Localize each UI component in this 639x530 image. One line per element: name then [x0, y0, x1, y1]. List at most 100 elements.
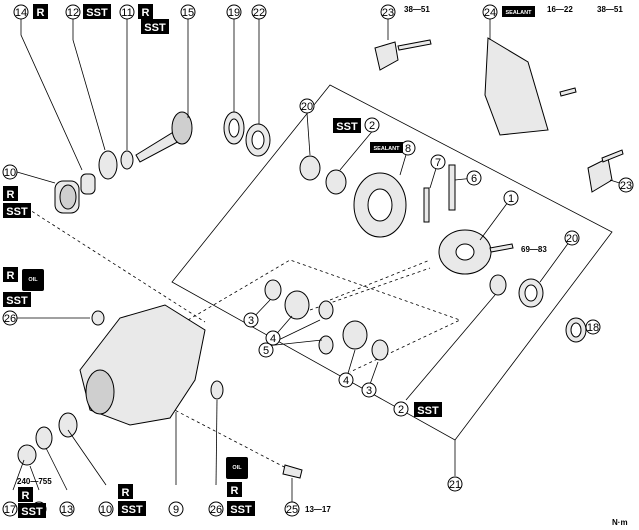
svg-text:OIL: OIL: [28, 277, 38, 283]
svg-text:7: 7: [435, 157, 441, 169]
svg-text:4: 4: [343, 375, 349, 387]
cap-bolt-part: [601, 149, 624, 163]
svg-text:8: 8: [405, 143, 411, 155]
svg-text:10: 10: [4, 167, 16, 179]
callout-4b: 4: [338, 372, 354, 388]
badge-sst-11: SST: [141, 19, 169, 34]
cover-bolt-part: [559, 87, 577, 97]
svg-text:13: 13: [61, 504, 73, 516]
svg-text:12: 12: [67, 7, 79, 19]
badge-sst-26: SST: [3, 292, 31, 307]
svg-text:11: 11: [121, 7, 132, 19]
bearing-cap-part: [374, 41, 399, 71]
rear-cover-group: [374, 37, 624, 193]
badge-r-oil: R: [3, 267, 18, 282]
badge-sst-2a: SST: [333, 118, 361, 133]
svg-text:9: 9: [173, 504, 179, 516]
svg-text:R: R: [7, 270, 15, 282]
rear-cover-part: [484, 37, 549, 136]
svg-text:SST: SST: [230, 504, 252, 516]
svg-text:18: 18: [587, 322, 599, 334]
pinion-head-part: [171, 111, 193, 145]
callout-10b: 10: [98, 501, 114, 517]
unit-label: N·m: [612, 518, 628, 527]
callout-7: 7: [430, 154, 446, 170]
svg-text:17: 17: [4, 504, 16, 516]
side-bearing-part-2: [489, 274, 507, 296]
side-gear-part: [284, 290, 310, 320]
svg-text:15: 15: [182, 7, 194, 19]
badge-r-10b: R: [118, 484, 133, 499]
svg-text:R: R: [122, 487, 130, 499]
oil-can-icon-26: OIL: [226, 457, 248, 479]
svg-text:SEALANT: SEALANT: [506, 10, 533, 16]
svg-text:19: 19: [228, 7, 240, 19]
svg-text:26: 26: [4, 313, 16, 325]
torque-23a: 38—51: [404, 5, 430, 14]
callout-23a: 23: [380, 4, 396, 20]
svg-text:22: 22: [253, 7, 265, 19]
callout-26a: 26: [2, 310, 18, 326]
svg-text:24: 24: [484, 7, 496, 19]
svg-text:5: 5: [263, 345, 269, 357]
badge-r-10: R: [3, 186, 18, 201]
callout-25: 25: [284, 501, 300, 517]
svg-text:R: R: [22, 490, 30, 502]
badge-sst-12: SST: [83, 4, 111, 19]
badge-sst-2b: SST: [414, 402, 442, 417]
svg-text:SST: SST: [144, 22, 166, 34]
callout-10a: 10: [2, 164, 18, 180]
svg-text:R: R: [142, 7, 150, 19]
svg-text:21: 21: [449, 479, 461, 491]
companion-flange-group: [54, 111, 271, 214]
bearing-bore: [59, 184, 77, 210]
callout-18: 18: [585, 319, 601, 335]
svg-text:20: 20: [566, 233, 578, 245]
housing-bore: [85, 369, 115, 415]
svg-text:OIL: OIL: [232, 465, 242, 471]
shaft-pin-part: [423, 187, 430, 223]
svg-text:2: 2: [369, 120, 375, 132]
svg-text:SST: SST: [336, 121, 358, 133]
pinion-gear-part: [318, 300, 334, 320]
carrier-housing-group: [17, 304, 587, 479]
badge-sealant-8: SEALANT: [370, 142, 403, 153]
pinion-bearing-part: [98, 150, 118, 180]
callout-13: 13: [59, 501, 75, 517]
svg-text:23: 23: [382, 7, 394, 19]
callout-24: 24: [482, 4, 498, 20]
badge-r-26b: R: [227, 482, 242, 497]
callout-1: 1: [503, 190, 519, 206]
side-bearing-inner: [325, 169, 347, 195]
callout-20b: 20: [564, 230, 580, 246]
torque-1: 69—83: [521, 245, 547, 254]
torque-24: 16—22: [547, 5, 573, 14]
side-gear-part-2: [342, 320, 368, 350]
svg-text:R: R: [7, 189, 15, 201]
callout-20a: 20: [299, 98, 315, 114]
svg-text:14: 14: [15, 7, 27, 19]
spacer-part: [80, 173, 96, 195]
differential-group: [264, 155, 544, 361]
pinion-gear-part-2: [318, 335, 334, 355]
bearing-cap-part-2: [587, 157, 613, 193]
callout-5: 5: [258, 342, 274, 358]
front-bearing-part: [58, 412, 78, 438]
badge-r-14: R: [33, 4, 48, 19]
badge-sst-26b: SST: [227, 501, 255, 516]
svg-text:R: R: [37, 7, 45, 19]
badge-r-11: R: [138, 4, 153, 19]
svg-text:4: 4: [270, 333, 276, 345]
svg-text:SEALANT: SEALANT: [374, 146, 401, 152]
side-seal-part: [210, 380, 224, 400]
callout-2a: 2: [364, 117, 380, 133]
flange-part: [17, 444, 37, 466]
callout-21: 21: [447, 476, 463, 492]
drain-plug-part: [282, 464, 303, 479]
thrust-washer-part-2: [371, 339, 389, 361]
badge-sst-17: SST: [18, 503, 46, 518]
callout-14: 14: [13, 4, 29, 20]
torque-25: 13—17: [305, 505, 331, 514]
badge-sealant-24: SEALANT: [502, 6, 535, 17]
